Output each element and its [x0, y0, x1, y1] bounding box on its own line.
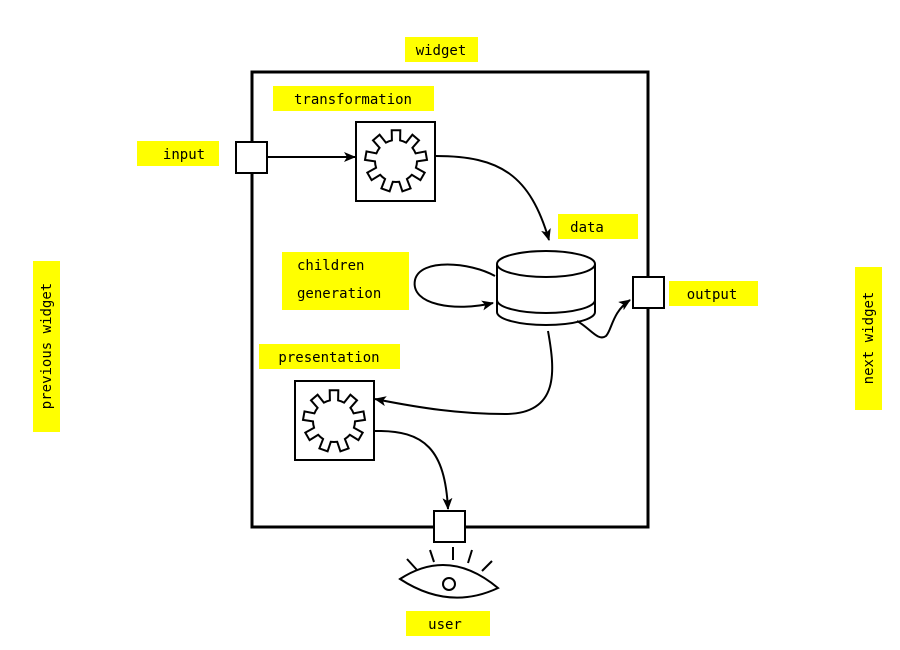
previous-widget-label-bg: [33, 261, 60, 432]
transformation-to-data-arrow: [435, 155, 551, 241]
data-to-output-arrow: [576, 299, 631, 339]
transformation-label-bg: [273, 86, 434, 111]
presentation-label-bg: [259, 344, 400, 369]
database-cylinder-icon: [496, 250, 596, 326]
children-label: children: [297, 258, 364, 274]
gear-icon: [363, 129, 429, 193]
user-label-bg: [406, 611, 490, 636]
input-label-bg: [137, 141, 219, 166]
next-widget-label: next widget: [861, 292, 877, 385]
label-backgrounds: [33, 37, 882, 636]
output-label: output: [687, 287, 738, 303]
user-label: user: [428, 617, 462, 633]
eye-icon: [398, 547, 500, 599]
user-port: [433, 510, 466, 543]
presentation-to-user-arrow: [374, 429, 453, 510]
data-label: data: [570, 220, 604, 236]
presentation-label: presentation: [278, 350, 379, 366]
transformation-label: transformation: [294, 92, 412, 108]
output-label-bg: [669, 281, 758, 306]
transformation-box: [355, 121, 436, 202]
gear-icon: [301, 389, 367, 453]
presentation-box: [294, 380, 375, 461]
next-widget-label-bg: [855, 267, 882, 410]
children-generation-label-bg: [282, 252, 409, 310]
input-label: input: [163, 147, 205, 163]
data-label-bg: [558, 214, 638, 239]
children-generation-loop-arrow: [413, 263, 496, 311]
generation-label: generation: [297, 286, 381, 302]
output-port: [632, 276, 665, 309]
widget-label: widget: [416, 43, 467, 59]
data-to-presentation-arrow: [374, 330, 554, 416]
previous-widget-label: previous widget: [39, 283, 55, 409]
input-port: [235, 141, 268, 174]
widget-label-bg: [405, 37, 478, 62]
